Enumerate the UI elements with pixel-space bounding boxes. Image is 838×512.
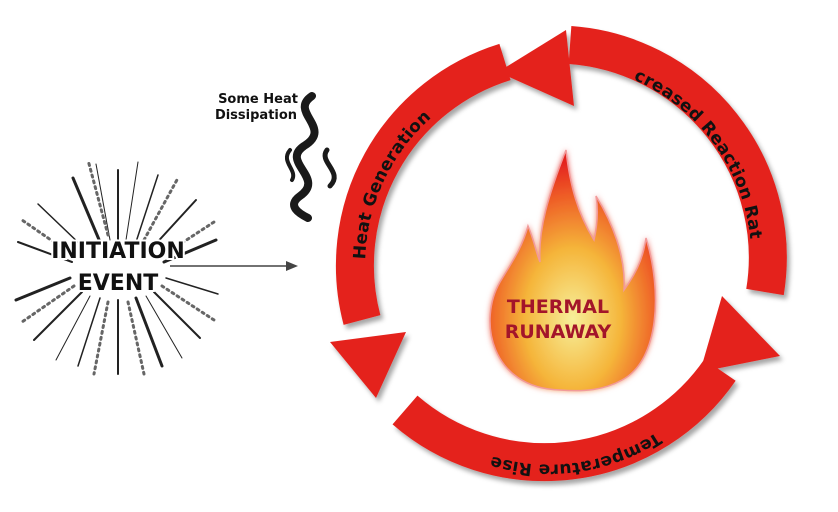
temperature-rise-arrow xyxy=(392,296,780,482)
dissipation-label-line2: Dissipation xyxy=(215,108,297,123)
flame-icon xyxy=(489,149,657,392)
cycle-arrows xyxy=(330,26,787,482)
smoke-icon xyxy=(284,92,337,222)
initiation-burst xyxy=(14,158,219,376)
initiation-label-line2: EVENT xyxy=(78,271,159,296)
heat-generation-arrow xyxy=(330,43,511,398)
initiation-label-line1: INITIATION xyxy=(51,239,185,264)
reaction-rate-arrow xyxy=(498,26,787,296)
dissipation-label-line1: Some Heat xyxy=(218,92,298,107)
thermal-runaway-line2: RUNAWAY xyxy=(505,321,612,343)
thermal-runaway-line1: THERMAL xyxy=(507,296,609,318)
initiation-arrow xyxy=(170,261,298,271)
